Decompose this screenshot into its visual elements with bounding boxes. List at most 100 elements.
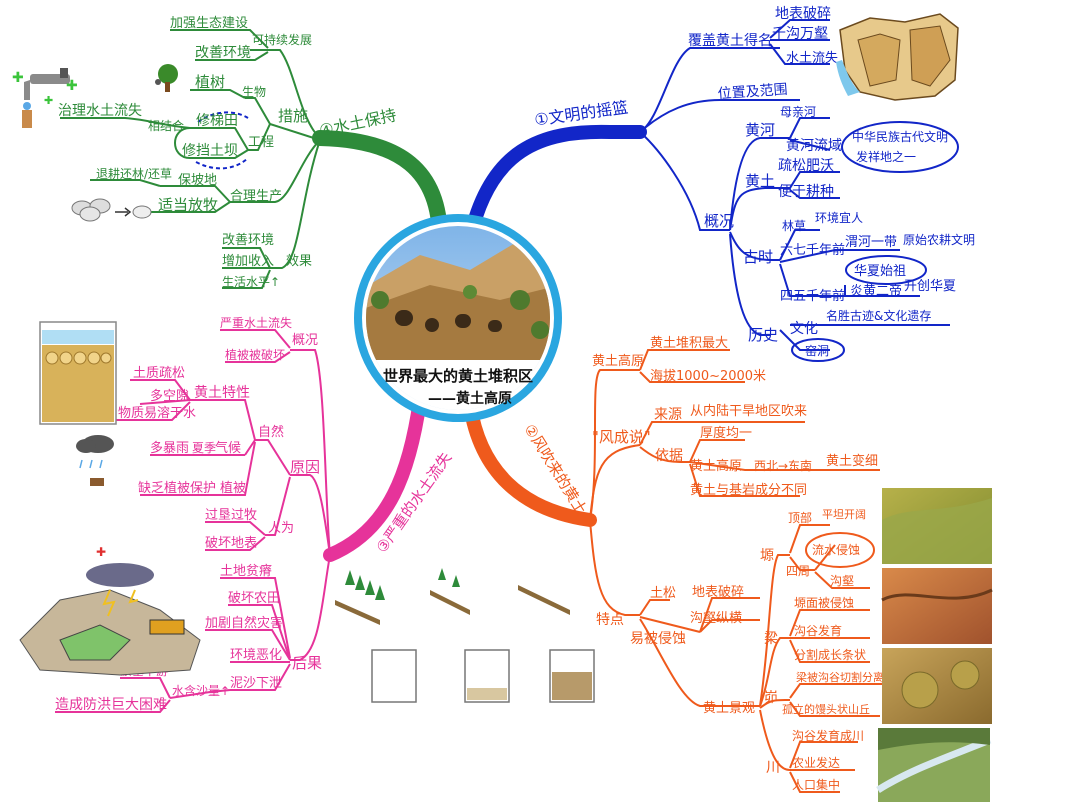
b2-mao1: 梁被沟谷切割分离 bbox=[796, 670, 884, 684]
b1-yr-basin: 黄河流域 bbox=[786, 137, 842, 154]
b2-mao2: 孤立的馒头状山丘 bbox=[782, 702, 870, 716]
b3-soil-trait: 黄土特性 bbox=[194, 384, 250, 401]
b2-mao: 峁 bbox=[764, 690, 778, 706]
b1-kaichuang: 开创华夏 bbox=[904, 279, 956, 294]
b2-plateau: 黄土高原 bbox=[592, 353, 644, 369]
blue-bubbles bbox=[791, 121, 959, 362]
b1-civ1: 中华民族古代文明 bbox=[852, 129, 948, 144]
center-title: 世界最大的黄土堆积区 bbox=[383, 367, 533, 385]
b1-primitive: 原始农耕文明 bbox=[903, 232, 975, 247]
gully-illustration bbox=[836, 13, 959, 101]
b1-easy-farm: 便于耕种 bbox=[778, 183, 834, 200]
b2-liang3: 分割成长条状 bbox=[794, 647, 866, 662]
b2-erode: 易被侵蚀 bbox=[630, 630, 686, 647]
b1-loess: 黄土 bbox=[745, 172, 775, 190]
b2-liang: 梁 bbox=[764, 631, 778, 647]
b4-measures: 措施 bbox=[278, 107, 308, 125]
b3-human: 人为 bbox=[268, 521, 294, 536]
b2-chuan2: 农业发达 bbox=[792, 755, 840, 770]
b2-basis: 依据 bbox=[655, 448, 683, 464]
b1-yandi: 炎黄二帝 bbox=[850, 283, 902, 299]
b4-combine: 相结合 bbox=[148, 118, 184, 133]
b3-r5: 泥沙下泄 bbox=[230, 676, 282, 691]
b2-source-v: 从内陆干旱地区吹来 bbox=[690, 403, 807, 419]
b3-r2: 破坏农田 bbox=[228, 591, 280, 606]
svg-text:✚: ✚ bbox=[44, 94, 53, 107]
b1-y6-7k: 六七千年前 bbox=[780, 242, 845, 258]
b4-treat: 治理水土流失 bbox=[58, 103, 142, 119]
b2-landscape: 黄土景观 bbox=[703, 701, 755, 716]
svg-text:✚: ✚ bbox=[96, 545, 106, 559]
b3-t2: 多空隙 bbox=[150, 388, 189, 404]
b4-sustain: 可持续发展 bbox=[252, 32, 312, 47]
b2-altitude: 海拔1000~2000米 bbox=[650, 369, 766, 384]
b1-culture: 文化 bbox=[790, 321, 818, 337]
b2-finer: 黄土变细 bbox=[826, 453, 878, 469]
b1-cave: 窑洞 bbox=[805, 343, 829, 358]
engineering-arrow-2 bbox=[195, 157, 249, 170]
b4-s1: 加强生态建设 bbox=[170, 16, 248, 31]
b2-water-erosion: 流水侵蚀 bbox=[812, 542, 860, 557]
branch-magenta-main bbox=[323, 393, 427, 562]
b2-liang2: 沟谷发育 bbox=[794, 623, 842, 638]
b3-overgraze: 过垦过牧 bbox=[205, 508, 257, 523]
b1-mother-river: 母亲河 bbox=[780, 105, 816, 119]
b4-effect: 效果 bbox=[286, 254, 312, 269]
svg-text:✚: ✚ bbox=[66, 78, 78, 94]
b1-sites: 名胜古迹&文化遗存 bbox=[826, 308, 931, 323]
faucet-icon: ✚ ✚ ✚ bbox=[12, 68, 78, 128]
b2-chuan: 川 bbox=[766, 760, 780, 776]
magenta-branch bbox=[55, 329, 331, 713]
b4-plant: 植树 bbox=[195, 73, 225, 91]
landscape-photos bbox=[876, 488, 993, 802]
b2-gully-cut: 沟壑 bbox=[830, 573, 854, 588]
b2-source-k: 来源 bbox=[654, 407, 682, 423]
b2-gully: 沟壑纵横 bbox=[690, 610, 742, 626]
engineering-arrow bbox=[197, 111, 249, 123]
b4-restore: 退耕还林/还草 bbox=[96, 166, 172, 181]
b4-check: 修挡土坝 bbox=[182, 143, 238, 159]
sheep-icon bbox=[71, 198, 152, 222]
b3-r3: 加剧自然灾害 bbox=[205, 615, 283, 631]
photo-liang bbox=[882, 568, 992, 644]
b1-ancient: 古时 bbox=[743, 248, 773, 266]
b4-rational: 合理生产 bbox=[230, 189, 282, 204]
b3-t1: 土质疏松 bbox=[133, 366, 185, 381]
b1-huaxia: 华夏始祖 bbox=[854, 264, 906, 279]
b3-silt-up: 水含沙量↑ bbox=[172, 683, 230, 698]
orange-branch bbox=[589, 349, 885, 793]
svg-text:✚: ✚ bbox=[12, 70, 24, 86]
b1-loose-fertile: 疏松肥沃 bbox=[778, 158, 834, 174]
water-erosion-bubble bbox=[805, 532, 875, 568]
branch-blue-main bbox=[463, 124, 647, 245]
center-node: 世界最大的黄土堆积区 ——黄土高原 bbox=[354, 214, 562, 422]
b3-ov1: 严重水土流失 bbox=[220, 315, 292, 330]
center-subtitle: ——黄土高原 bbox=[428, 390, 512, 407]
b4-e3: 生活水平↑ bbox=[222, 275, 280, 289]
b1-location: 位置及范围 bbox=[717, 81, 788, 103]
b4-dam: 修梯田 bbox=[196, 113, 238, 129]
b1-civ2: 发祥地之一 bbox=[856, 149, 916, 164]
green-branch bbox=[60, 29, 321, 289]
b2-dir: 西北→东南 bbox=[754, 458, 812, 473]
b3-rain: 多暴雨 bbox=[150, 440, 189, 456]
b2-basis2: 黄土高原 bbox=[690, 458, 742, 474]
b2-thickest: 黄土堆积最大 bbox=[650, 336, 728, 351]
slope-experiment-illustration bbox=[335, 568, 595, 703]
b1-y4-5k: 四五千年前 bbox=[780, 288, 845, 304]
b1-cover-item-1: 地表破碎 bbox=[775, 6, 831, 22]
b2-top-v: 平坦开阔 bbox=[822, 507, 866, 521]
b2-basis1: 厚度均一 bbox=[700, 425, 752, 441]
b3-summer: 夏季 bbox=[192, 441, 216, 455]
b2-chuan1: 沟谷发育成川 bbox=[792, 728, 864, 743]
orange-labels: ②风吹来的黄土 黄土高原 黄土堆积最大 海拔1000~2000米 "风成说" 来… bbox=[520, 336, 884, 792]
b4-engineering: 工程 bbox=[248, 135, 274, 150]
b3-overview: 概况 bbox=[292, 333, 318, 348]
b2-around: 四周 bbox=[786, 564, 810, 578]
b1-forest: 林草 bbox=[782, 219, 806, 233]
b1-history: 历史 bbox=[748, 326, 778, 344]
b4-s2: 改善环境 bbox=[195, 45, 251, 61]
b3-result: 后果 bbox=[292, 654, 322, 672]
b1-cover-item-2: 千沟万壑 bbox=[772, 25, 828, 42]
